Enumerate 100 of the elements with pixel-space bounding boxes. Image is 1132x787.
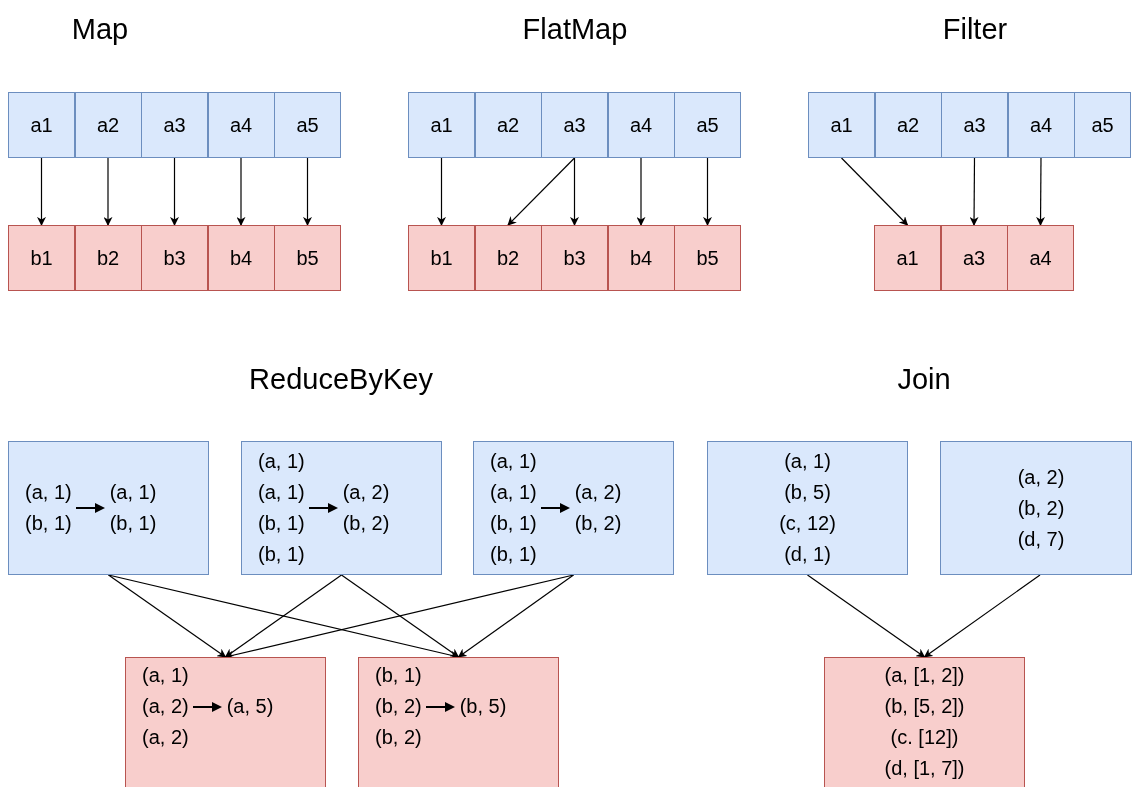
dataset-box <box>241 441 442 575</box>
pair-text: (a, 2) <box>1017 464 1065 490</box>
array-cell <box>207 92 275 158</box>
arrow <box>340 574 460 658</box>
element-text: a1 <box>30 113 53 138</box>
array-cell <box>674 92 741 158</box>
element-text: b4 <box>229 246 253 271</box>
pair-text: (a, 2) <box>342 480 390 505</box>
arrow <box>507 157 576 226</box>
pair-text: (a, 1) <box>25 480 72 505</box>
array-cell <box>408 225 475 291</box>
element-text: a4 <box>629 113 653 138</box>
pair-text: (d, 7) <box>1017 526 1065 552</box>
arrow <box>840 157 909 226</box>
arrow <box>703 157 712 226</box>
pair-text: (b, 2) <box>1017 495 1065 521</box>
arrow <box>103 157 113 226</box>
pair-text: (a, 1) <box>490 449 537 474</box>
arrow <box>570 157 579 226</box>
dataset-box <box>473 441 674 575</box>
dataset-box <box>824 657 1025 787</box>
arrow <box>236 157 246 226</box>
pair-text: (c. [12]) <box>890 725 959 750</box>
array-cell <box>940 225 1008 291</box>
pair-text: (a, 2) <box>142 725 189 750</box>
pair-text: (b, [5, 2]) <box>884 694 965 719</box>
element-text: a3 <box>963 113 986 138</box>
arrow <box>37 157 46 226</box>
element-text: b2 <box>496 246 520 271</box>
pair-text: (b, 2) <box>574 511 622 536</box>
element-text: b2 <box>96 246 120 271</box>
element-text: a5 <box>296 113 319 138</box>
dataset-box <box>358 657 559 787</box>
element-text: a5 <box>1091 113 1114 138</box>
element-text: a1 <box>830 113 853 138</box>
pair-text: (b, 1) <box>25 511 72 536</box>
array-cell <box>941 92 1008 158</box>
pair-text: (d, [1, 7]) <box>884 756 965 781</box>
element-text: a2 <box>896 113 920 138</box>
pair-text: (a, 1) <box>784 449 831 474</box>
pair-text: (b, 1) <box>258 542 305 567</box>
section-title: Join <box>897 362 951 398</box>
pair-text: (a, 2) <box>574 480 622 505</box>
element-text: b1 <box>30 246 53 271</box>
arrow <box>636 157 646 226</box>
section-title: ReduceByKey <box>249 362 433 398</box>
arrow <box>437 157 446 226</box>
array-cell <box>74 92 142 158</box>
section-title: Map <box>71 12 129 48</box>
arrow <box>806 574 926 658</box>
array-cell <box>408 92 475 158</box>
element-text: a4 <box>1029 113 1053 138</box>
element-text: b1 <box>430 246 453 271</box>
element-text: a2 <box>496 113 520 138</box>
pair-text: (a, 1) <box>258 449 305 474</box>
pair-text: (b, 5) <box>784 480 831 505</box>
array-cell <box>207 225 275 291</box>
pair-text: (b, 1) <box>490 542 537 567</box>
pair-text: (a, 1) <box>142 663 189 688</box>
dataset-box <box>8 441 209 575</box>
pair-text: (d, 1) <box>784 542 831 567</box>
pair-text: (a, 5) <box>226 694 274 719</box>
array-cell <box>674 225 741 291</box>
element-text: a3 <box>962 246 986 271</box>
array-cell <box>874 225 941 291</box>
pair-text: (a, 1) <box>258 480 305 505</box>
pair-text: (b, 1) <box>490 511 537 536</box>
arrow <box>457 574 575 658</box>
array-cell <box>74 225 142 291</box>
element-text: a1 <box>430 113 453 138</box>
arrow <box>1036 157 1046 226</box>
array-cell <box>1074 92 1131 158</box>
pair-text: (b, 1) <box>258 511 305 536</box>
element-text: a3 <box>563 113 586 138</box>
array-cell <box>607 92 675 158</box>
array-cell <box>1007 92 1075 158</box>
array-cell <box>808 92 875 158</box>
section-title: FlatMap <box>522 12 628 48</box>
element-text: a5 <box>696 113 719 138</box>
pair-text: (c, 12) <box>779 511 836 536</box>
array-cell <box>607 225 675 291</box>
pair-text: (b, 1) <box>109 511 157 536</box>
arrow <box>923 574 1041 658</box>
element-text: a3 <box>163 113 186 138</box>
pair-text: (b, 2) <box>375 725 422 750</box>
array-cell <box>541 92 608 158</box>
element-text: a2 <box>96 113 120 138</box>
dataset-box <box>125 657 326 787</box>
pair-text: (b, 2) <box>375 694 422 719</box>
arrow <box>224 574 343 658</box>
arrow <box>303 157 312 226</box>
element-text: b5 <box>296 246 319 271</box>
section-title: Filter <box>942 12 1008 48</box>
element-text: b4 <box>629 246 653 271</box>
pair-text: (b, 1) <box>375 663 422 688</box>
pair-text: (a, [1, 2]) <box>884 663 965 688</box>
array-cell <box>141 92 208 158</box>
pair-text: (a, 1) <box>490 480 537 505</box>
element-text: b3 <box>563 246 586 271</box>
element-text: a4 <box>1029 246 1052 271</box>
